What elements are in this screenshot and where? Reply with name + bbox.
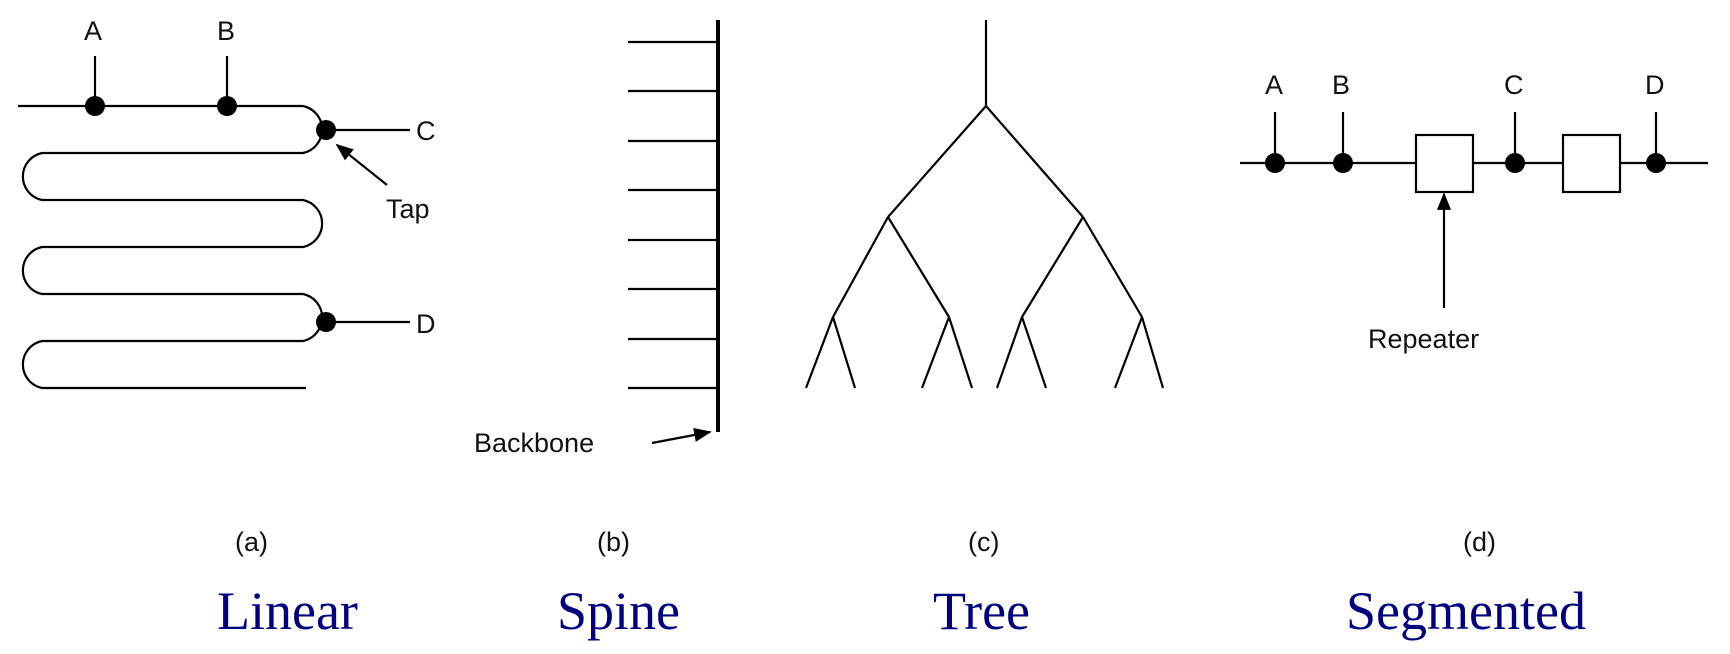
backbone-label: Backbone [474, 428, 594, 458]
node-label-b: B [1332, 70, 1350, 100]
linear-topology: A B C D Tap [18, 16, 436, 390]
title-spine: Spine [557, 581, 680, 641]
backbone-arrow-icon [651, 428, 712, 445]
station-a-node [1265, 153, 1285, 173]
tree-topology [804, 20, 1165, 389]
caption-b: (b) [597, 527, 630, 557]
node-label-a: A [1265, 70, 1283, 100]
node-label-c: C [416, 116, 436, 146]
spine-branches [628, 40, 718, 390]
repeater-2-box [1561, 133, 1622, 194]
repeater-1-box [1414, 133, 1475, 194]
title-segmented: Segmented [1346, 581, 1586, 641]
station-b-node [217, 96, 237, 116]
title-linear: Linear [217, 581, 358, 641]
tap-label: Tap [386, 194, 430, 224]
caption-c: (c) [968, 527, 999, 557]
title-tree: Tree [933, 581, 1030, 641]
segmented-topology: A B C D Repeater [1240, 70, 1708, 354]
linear-cable [18, 104, 324, 390]
station-c-node [1505, 153, 1525, 173]
node-label-a: A [84, 16, 102, 46]
station-b-node [1333, 153, 1353, 173]
spine-topology: Backbone [474, 20, 720, 458]
caption-d: (d) [1463, 527, 1496, 557]
tap-arrow-icon [335, 143, 388, 186]
node-label-c: C [1504, 70, 1524, 100]
station-d-node [1646, 153, 1666, 173]
station-a-node [85, 96, 105, 116]
caption-a: (a) [235, 527, 268, 557]
node-label-b: B [217, 16, 235, 46]
node-label-d: D [416, 309, 436, 339]
node-label-d: D [1645, 70, 1665, 100]
repeater-label: Repeater [1368, 324, 1479, 354]
